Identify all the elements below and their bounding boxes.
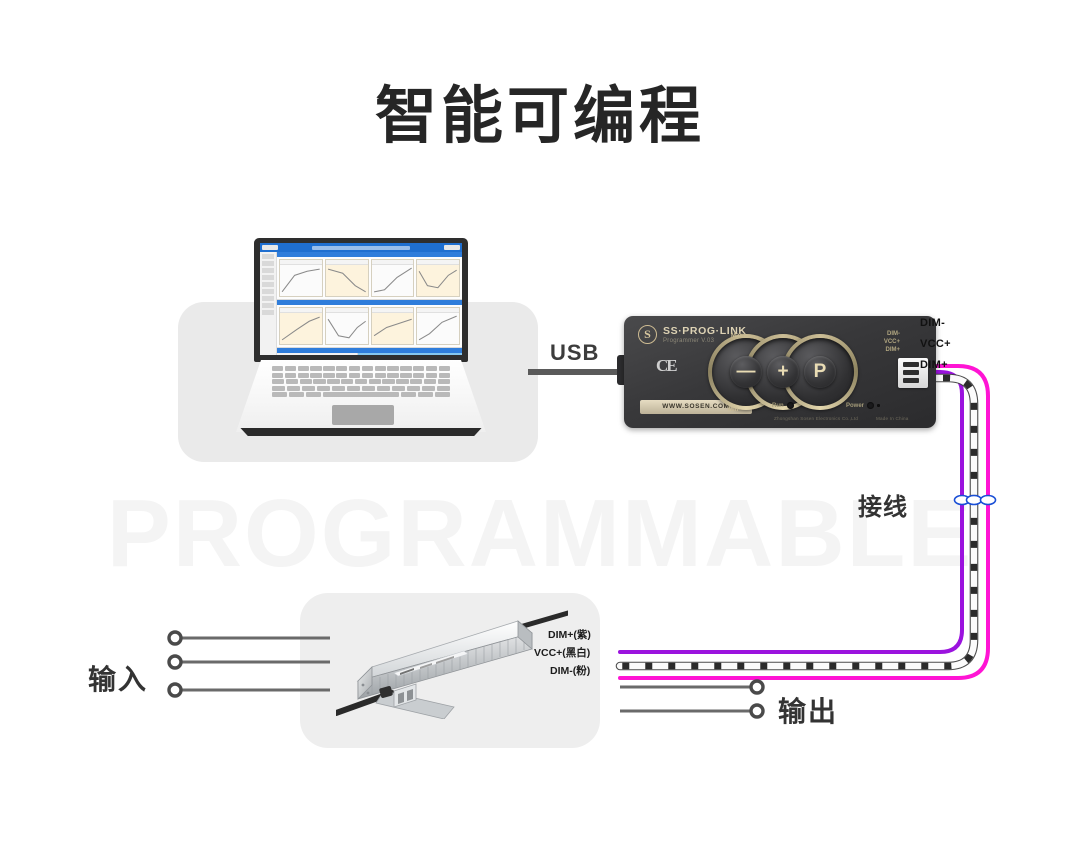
device-terminal-label-vcc-plus: VCC+	[883, 339, 900, 345]
device-terminal-label-dim-plus: DIM+	[885, 347, 900, 353]
device-manufacturer-text: Zhongshan Sosen Electronics Co.,Ltd	[774, 416, 859, 421]
programmer-device: S SS·PROG·LINK Programmer V.03 CE WWW.SO…	[624, 316, 936, 428]
watermark-text: PROGRAMMABLE	[106, 480, 974, 587]
run-indicator: Run	[772, 402, 794, 409]
chart-card	[370, 259, 415, 297]
run-led-icon	[786, 402, 794, 409]
sidebar-chip	[262, 268, 274, 273]
laptop-base-lip	[240, 428, 482, 436]
splice-label: 接线	[858, 494, 908, 521]
chart-card	[279, 259, 323, 297]
power-indicator: Power	[846, 402, 881, 409]
chart-card-set	[277, 305, 462, 347]
sidebar-chip	[262, 282, 274, 287]
sidebar-chip	[262, 296, 274, 301]
psu-end-cap	[357, 666, 373, 700]
sidebar-chip	[262, 275, 274, 280]
output-wire-label-dim-plus: DIM+	[920, 359, 948, 371]
power-led-small-icon	[877, 404, 881, 407]
laptop-screen	[260, 243, 462, 355]
chart-card	[279, 307, 323, 345]
sidebar-chip	[262, 310, 274, 315]
device-model: Programmer V.03	[663, 338, 715, 344]
titlebar-left-chip	[262, 245, 278, 250]
page-title: 智能可编程	[374, 82, 705, 151]
software-body	[260, 252, 462, 355]
device-button-group: — + P	[708, 334, 858, 410]
chart-card	[324, 307, 369, 345]
chart-card	[416, 259, 460, 297]
device-indicators: Run Power	[772, 402, 922, 414]
software-bottom-area	[277, 353, 462, 355]
device-terminal-label-dim-minus: DIM-	[887, 331, 900, 337]
power-indicator-label: Power	[846, 402, 865, 409]
sidebar-chip	[262, 254, 274, 259]
psu-wire-labels: DIM+(紫) VCC+(黑白) DIM-(粉)	[534, 626, 591, 680]
software-sidebar	[260, 252, 277, 355]
run-indicator-label: Run	[772, 402, 784, 409]
output-wire-labels: DIM- VCC+ DIM+	[920, 313, 951, 376]
connector-pin	[903, 370, 919, 375]
bottom-list-panel	[277, 353, 359, 355]
row-strip	[277, 300, 462, 305]
laptop	[236, 238, 486, 438]
minus-button-glyph[interactable]: —	[730, 356, 762, 388]
scale-max-label: Max	[731, 333, 743, 339]
output-label: 输出	[778, 696, 839, 727]
titlebar-title-bar	[312, 245, 410, 250]
input-label: 输入	[88, 664, 149, 695]
program-button-glyph[interactable]: P	[804, 356, 836, 388]
sosen-logo-icon: S	[638, 325, 657, 344]
row-strip	[277, 252, 462, 257]
psu-wire-label-dim-plus: DIM+(紫)	[548, 629, 591, 641]
bottom-plot-panel	[358, 353, 462, 355]
sidebar-chip	[262, 261, 274, 266]
scale-min-label: Min	[728, 407, 739, 413]
software-chart-row-1	[277, 252, 462, 300]
row-strip	[277, 348, 462, 353]
chart-card	[324, 259, 369, 297]
plus-button-glyph[interactable]: +	[767, 356, 799, 388]
laptop-keyboard	[271, 366, 451, 399]
software-titlebar	[260, 243, 462, 252]
software-chart-row-3	[277, 348, 462, 353]
output-wire-label-dim-minus: DIM-	[920, 317, 946, 329]
laptop-lid	[254, 238, 468, 362]
connector-pin	[903, 378, 919, 383]
titlebar-right-chip	[444, 245, 460, 250]
device-terminal-labels: DIM- VCC+ DIM+	[884, 330, 900, 354]
chart-card-set	[277, 257, 462, 299]
output-wire-label-vcc-plus: VCC+	[920, 338, 951, 350]
psu-cable-gland	[379, 686, 393, 698]
sidebar-chip	[262, 303, 274, 308]
sidebar-chip	[262, 289, 274, 294]
software-main	[277, 252, 462, 355]
device-output-connector	[898, 358, 928, 388]
psu-wire-label-dim-minus: DIM-(粉)	[550, 665, 591, 677]
ce-mark-icon: CE	[656, 356, 678, 375]
connector-pin	[903, 362, 919, 367]
device-brand: S SS·PROG·LINK Programmer V.03	[638, 325, 747, 344]
device-brand-name: SS·PROG·LINK	[663, 325, 747, 337]
laptop-trackpad	[332, 405, 394, 425]
led-power-supply	[336, 610, 568, 719]
psu-label-text	[400, 656, 454, 675]
usb-label: USB	[550, 340, 600, 365]
output-terminals	[620, 679, 765, 719]
chart-card	[416, 307, 460, 345]
device-origin-text: Made In China	[876, 416, 909, 421]
chart-card	[370, 307, 415, 345]
software-chart-row-2	[277, 300, 462, 348]
psu-wire-label-vcc-plus: VCC+(黑白)	[534, 647, 591, 659]
power-led-icon	[867, 402, 875, 409]
psu-right-end-cap	[517, 620, 533, 650]
